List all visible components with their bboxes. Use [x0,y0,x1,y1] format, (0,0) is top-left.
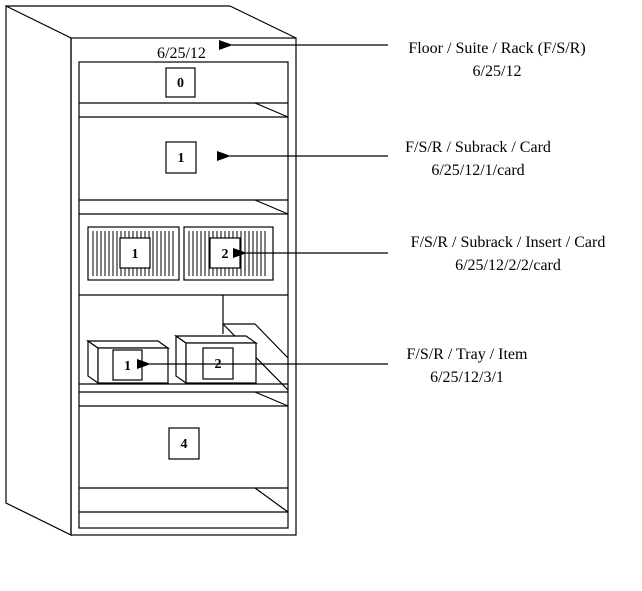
annotation-insert-card: F/S/R / Subrack / Insert / Card 6/25/12/… [411,234,606,274]
insert-1-number: 1 [132,247,139,262]
annotation-rack-code: 6/25/12 [473,63,522,80]
annotation-card-title: F/S/R / Subrack / Card [405,139,551,156]
annotation-tray-item-title: F/S/R / Tray / Item [407,346,528,363]
arrows [137,40,388,369]
slot-0: 0 [165,67,196,98]
tray-item-1: 1 [86,339,170,385]
slot-4-number: 4 [181,437,188,452]
tray-item-2: 2 [174,334,258,385]
annotation-rack: Floor / Suite / Rack (F/S/R) 6/25/12 [408,40,585,80]
cabinet-top-right-edge [229,5,297,39]
tray-item-1-number: 1 [124,359,131,374]
annotation-rack-title: Floor / Suite / Rack (F/S/R) [408,40,585,57]
rack-top-label: 6/25/12 [157,45,206,62]
cabinet-front-frame [70,37,297,536]
annotation-card: F/S/R / Subrack / Card 6/25/12/1/card [405,139,551,179]
annotation-tray-item-code: 6/25/12/3/1 [430,369,504,386]
insert-1: 1 [87,226,180,281]
annotation-insert-card-code: 6/25/12/2/2/card [455,257,561,274]
annotation-insert-card-title: F/S/R / Subrack / Insert / Card [411,234,606,251]
slot-1: 1 [165,141,197,174]
annotation-card-code: 6/25/12/1/card [431,162,524,179]
slot-4: 4 [168,427,200,460]
cabinet-side-panel [5,5,72,536]
slot-1-number: 1 [178,151,185,166]
slot-0-number: 0 [177,76,184,91]
annotation-tray-item: F/S/R / Tray / Item 6/25/12/3/1 [407,346,528,386]
shelves [79,102,289,513]
insert-2-number: 2 [222,247,229,262]
